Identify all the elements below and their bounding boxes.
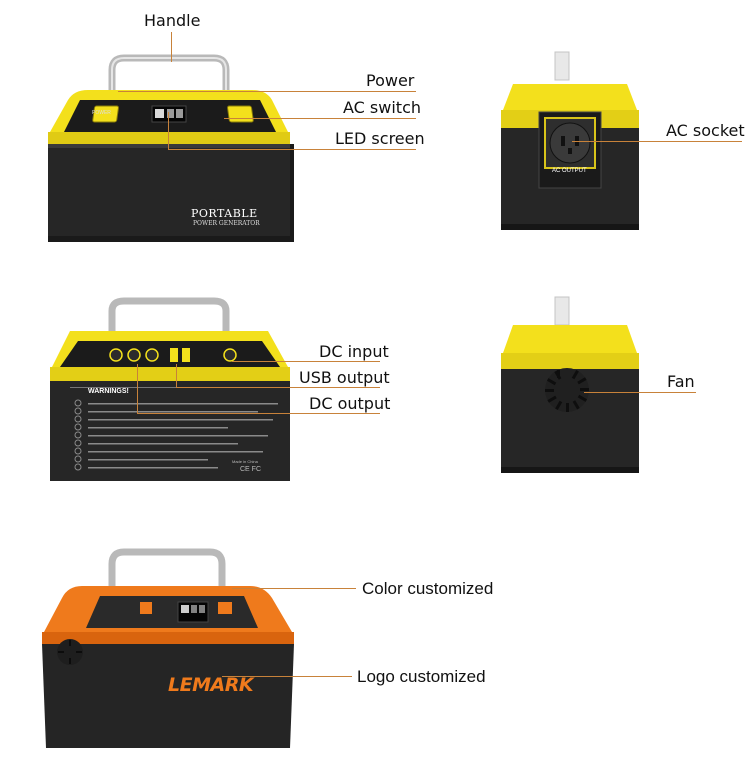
generator-side-view-ac	[501, 51, 639, 230]
leader-usb-output	[176, 387, 380, 388]
leader-color-customized	[232, 588, 356, 589]
brand-text-line1: PORTABLE	[191, 207, 258, 220]
callout-usb-output: USB output	[299, 368, 390, 387]
generator-customized-view	[42, 548, 294, 748]
generator-rear-view: CE FC	[50, 297, 290, 481]
callout-logo-customized: Logo customized	[357, 667, 486, 686]
callout-color-customized: Color customized	[362, 579, 494, 598]
leader-handle	[171, 32, 172, 62]
generator-front-view	[48, 54, 294, 242]
leader-led-screen	[168, 149, 416, 150]
ac-output-label: AC OUTPUT	[552, 168, 587, 174]
leader-dc-input	[232, 361, 380, 362]
leader-dc-output	[137, 413, 380, 414]
callout-fan: Fan	[667, 372, 695, 391]
leader-logo-customized	[222, 676, 352, 677]
leader-fan	[584, 392, 696, 393]
callout-handle: Handle	[144, 11, 201, 30]
svg-text:CE FC: CE FC	[240, 466, 261, 473]
callout-dc-output: DC output	[309, 394, 391, 413]
power-key-label: POWER	[92, 110, 111, 116]
callout-ac-socket: AC socket	[666, 121, 745, 140]
warnings-title: WARNINGS!	[88, 388, 129, 395]
callout-power: Power	[366, 71, 415, 90]
leader-ac-socket	[572, 141, 742, 142]
leader-led-vertical	[168, 112, 169, 149]
callout-dc-input: DC input	[319, 342, 389, 361]
made-in-label: Made in China	[232, 459, 258, 464]
brand-text-line2: POWER GENERATOR	[193, 220, 260, 227]
callout-led-screen: LED screen	[335, 129, 425, 148]
leader-power	[118, 91, 416, 92]
logo-lemark: LEMARK	[168, 674, 254, 696]
generator-side-view-fan	[501, 296, 639, 473]
leader-ac-switch	[224, 118, 416, 119]
leader-dc-output-vertical	[137, 364, 138, 414]
leader-usb-vertical	[176, 364, 177, 387]
callout-ac-switch: AC switch	[343, 98, 421, 117]
